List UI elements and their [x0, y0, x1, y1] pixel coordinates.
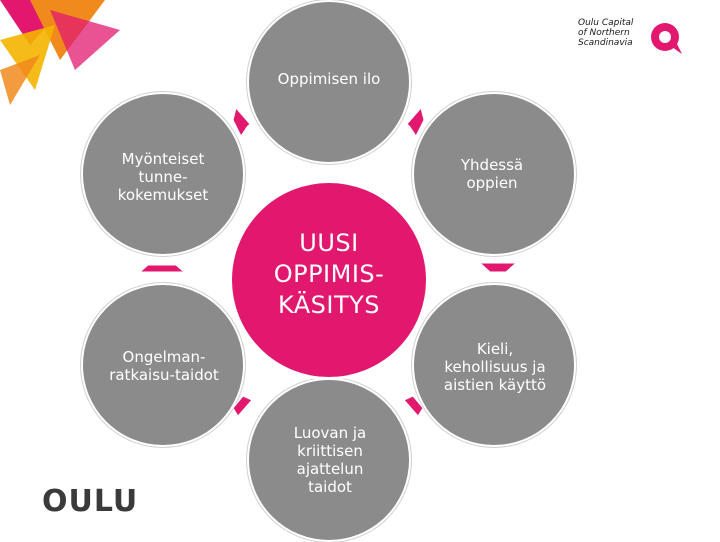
arrow-bottom-left-to-top-left [140, 265, 184, 272]
arrow-bottom-right-to-bottom [404, 396, 423, 416]
arrow-top-right-to-bottom-right [480, 263, 516, 272]
arrow-bottom-to-bottom-left [233, 396, 252, 416]
oulu-logo: OULU [42, 484, 138, 519]
arrow-top-left-to-top [233, 108, 250, 136]
arrow-top-to-top-right [407, 108, 424, 136]
